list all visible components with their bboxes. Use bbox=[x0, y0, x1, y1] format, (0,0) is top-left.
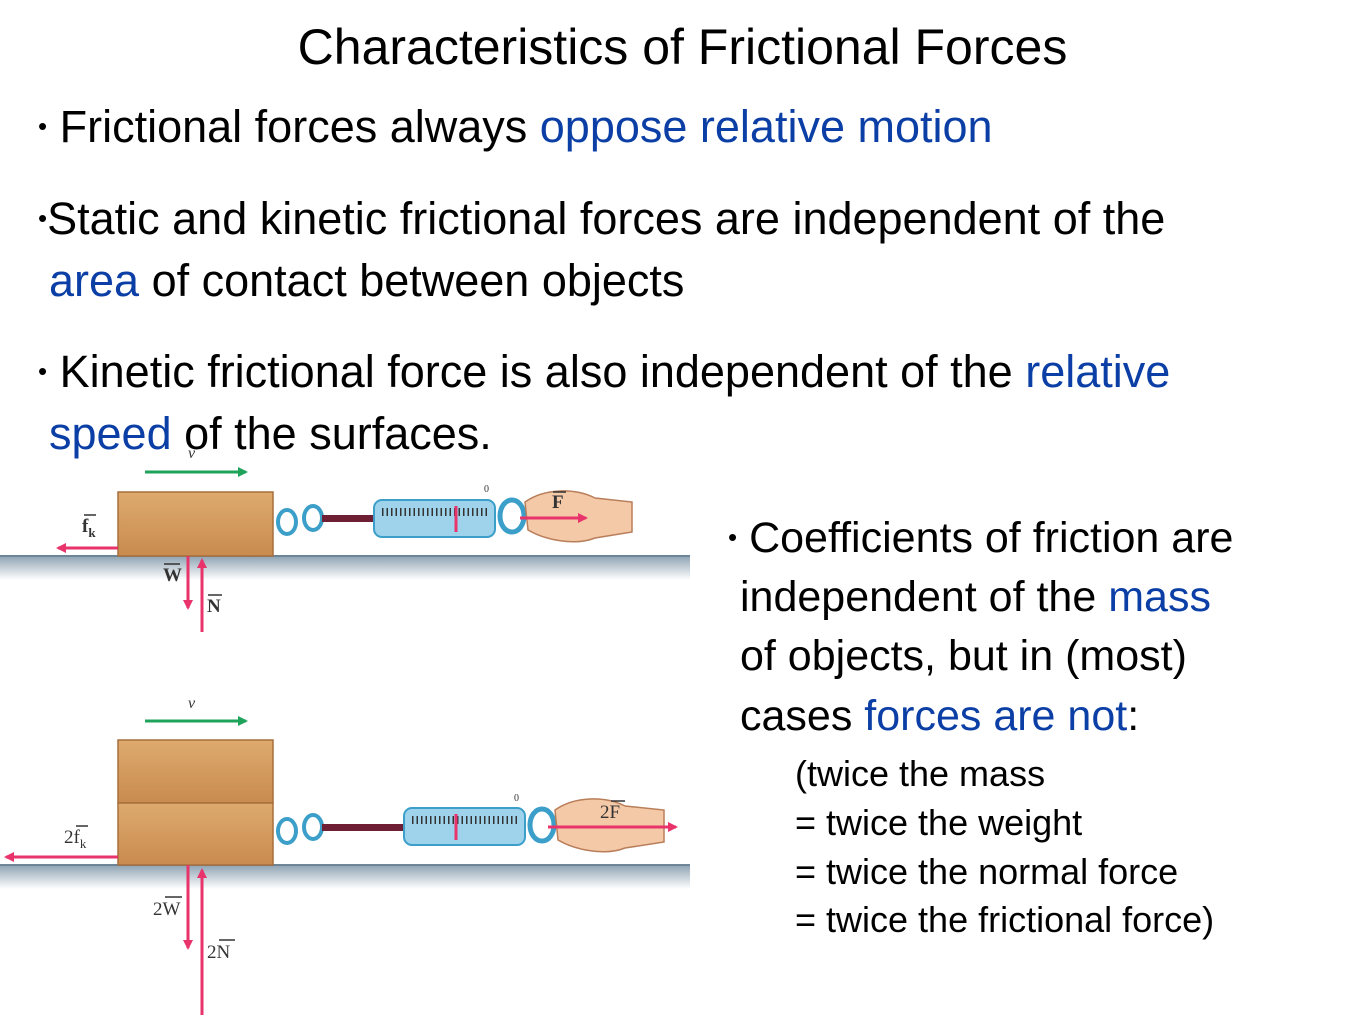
coefficient-text: : bbox=[1127, 692, 1140, 740]
twice-mass-line: (twice the mass bbox=[795, 753, 1046, 794]
twice-normal-line: = twice the normal force bbox=[795, 851, 1179, 892]
twice-friction-line: = twice the frictional force) bbox=[795, 899, 1215, 940]
bullet-area-independent: •Static and kinetic frictional forces ar… bbox=[38, 192, 1165, 249]
bullet-highlight: oppose relative motion bbox=[539, 101, 993, 152]
bullet-highlight: speed bbox=[49, 408, 172, 459]
hand bbox=[524, 490, 633, 543]
spring-scale: 0 bbox=[276, 793, 557, 846]
bullet-area-continuation: area of contact between objects bbox=[49, 254, 684, 308]
weight-label: 2W bbox=[153, 899, 181, 920]
bullet-marker: • bbox=[38, 356, 48, 387]
block bbox=[117, 491, 274, 557]
coefficient-text: independent of the bbox=[740, 573, 1109, 621]
ground-surface bbox=[0, 865, 690, 889]
coefficient-highlight: forces are not bbox=[864, 692, 1128, 740]
bullet-text: of contact between objects bbox=[139, 255, 685, 306]
friction-illustration: v fk W N 0 bbox=[0, 445, 690, 1015]
bullet-marker: • bbox=[728, 521, 738, 552]
twice-weight-line: = twice the weight bbox=[795, 802, 1083, 843]
bullet-marker: • bbox=[38, 111, 48, 142]
scale-zero: 0 bbox=[484, 484, 489, 495]
weight-label: W bbox=[163, 565, 182, 586]
bullet-marker: • bbox=[38, 203, 48, 234]
spring-scale: 0 bbox=[276, 484, 527, 538]
coefficient-text: Coefficients of friction are bbox=[749, 514, 1234, 562]
bottom-figure: v 2fk 2W 2N 0 bbox=[0, 695, 690, 1015]
friction-label: fk bbox=[82, 516, 96, 540]
top-figure: v fk W N 0 bbox=[0, 445, 690, 632]
applied-force-label: F bbox=[552, 492, 564, 513]
slide-title: Characteristics of Frictional Forces bbox=[297, 19, 1068, 75]
bullet-speed-continuation: speed of the surfaces. bbox=[49, 407, 492, 461]
coefficient-line-3: of objects, but in (most) bbox=[740, 632, 1187, 680]
normal-label: 2N bbox=[207, 942, 231, 963]
lower-block bbox=[117, 802, 274, 866]
bullet-highlight: area bbox=[49, 255, 140, 306]
normal-label: N bbox=[207, 596, 221, 617]
coefficient-line-1: • Coefficients of friction are bbox=[728, 512, 1233, 567]
hand bbox=[554, 798, 665, 853]
bullet-text: Frictional forces always bbox=[59, 101, 540, 152]
velocity-label: v bbox=[188, 695, 196, 712]
coefficient-line-2: independent of the mass bbox=[740, 571, 1211, 623]
coefficient-highlight: mass bbox=[1108, 573, 1211, 621]
applied-force-label: 2F bbox=[600, 802, 620, 823]
coefficient-text: cases bbox=[740, 692, 865, 740]
ground-surface bbox=[0, 556, 690, 580]
bullet-speed-independent: • Kinetic frictional force is also indep… bbox=[38, 345, 1170, 402]
bullet-oppose-motion: • Frictional forces always oppose relati… bbox=[38, 100, 993, 157]
coefficient-line-4: cases forces are not: bbox=[740, 690, 1139, 742]
scale-zero: 0 bbox=[514, 793, 519, 804]
bullet-text: Kinetic frictional force is also indepen… bbox=[59, 346, 1026, 397]
bullet-text: Static and kinetic frictional forces are… bbox=[47, 193, 1166, 244]
upper-block bbox=[117, 739, 274, 804]
velocity-label: v bbox=[188, 445, 196, 462]
friction-label: 2fk bbox=[64, 827, 87, 851]
bullet-highlight: relative bbox=[1025, 346, 1171, 397]
bullet-text: of the surfaces. bbox=[171, 408, 492, 459]
